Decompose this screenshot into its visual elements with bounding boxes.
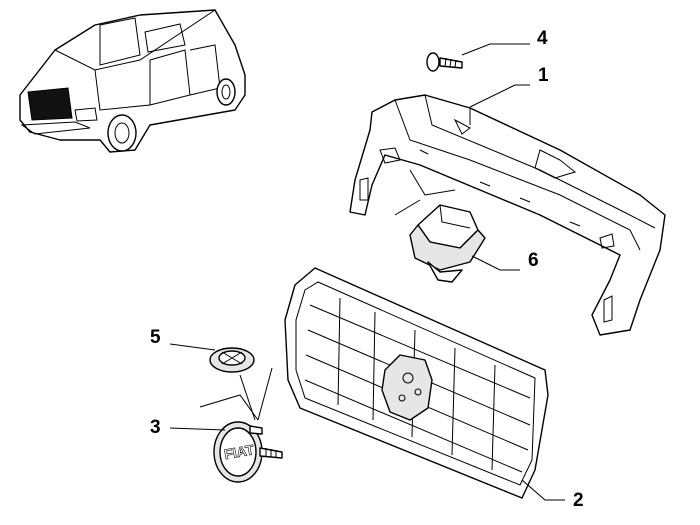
callout-3: 3 [150, 417, 161, 438]
fastener-clip-part [409, 204, 486, 283]
leader-lines [169, 43, 565, 501]
clip-nut-part [209, 347, 255, 373]
assembly-guides [199, 169, 456, 421]
callout-1: 1 [538, 65, 549, 86]
leader-line-6 [471, 255, 520, 271]
leader-line-5 [169, 343, 216, 351]
callout-5: 5 [150, 327, 161, 348]
screw-part [426, 52, 463, 72]
van-grille-highlight [27, 87, 73, 121]
leader-line-1 [469, 84, 530, 108]
leader-line-3 [169, 427, 226, 431]
van-overview [19, 9, 246, 153]
front-grille-part [284, 267, 549, 499]
grille-frame-part [349, 94, 666, 336]
callout-6: 6 [528, 250, 539, 271]
leader-line-4 [461, 43, 530, 56]
badge-emblem-part: FIAT [213, 421, 283, 483]
emblem-text: FIAT [223, 441, 256, 462]
leader-line-2 [521, 479, 565, 501]
callout-labels: 1 2 3 4 5 6 [150, 28, 584, 511]
callout-2: 2 [573, 490, 584, 511]
callout-4: 4 [537, 28, 548, 49]
